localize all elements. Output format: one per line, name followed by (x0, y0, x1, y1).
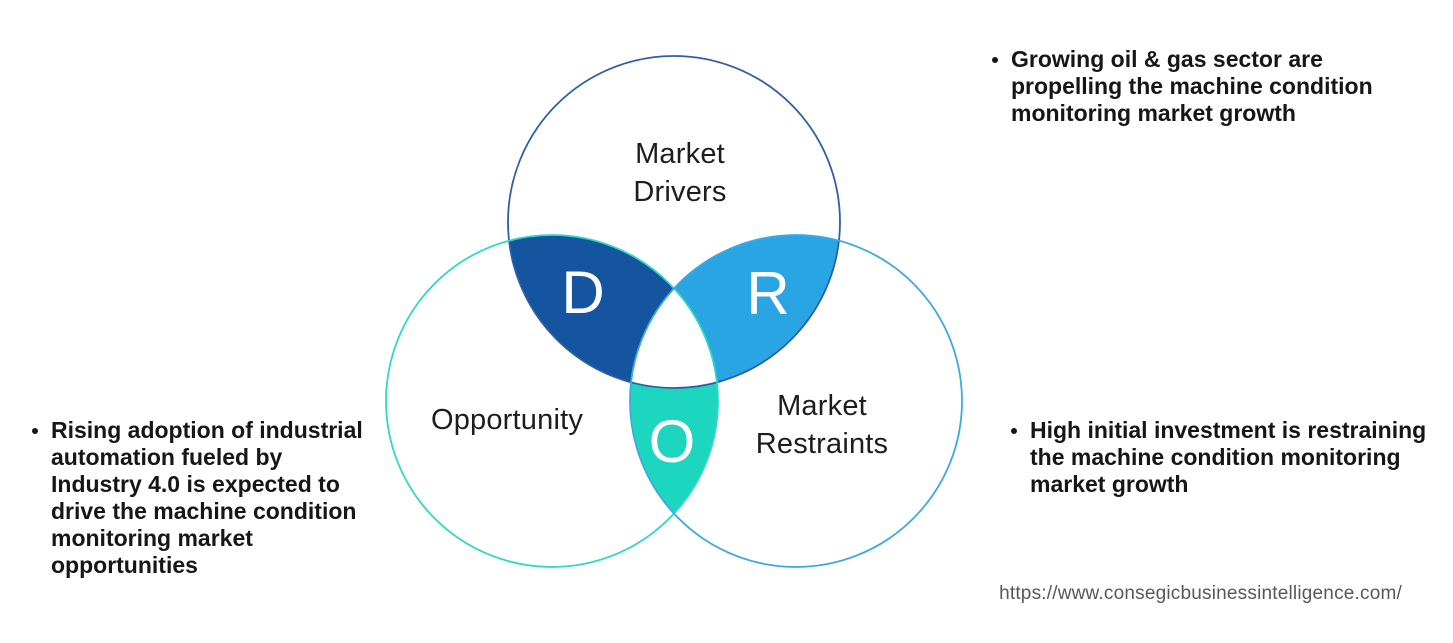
circle-opportunity-outline (385, 234, 719, 568)
bullet-drivers-note: Growing oil & gas sector are propelling … (992, 46, 1392, 127)
petal-r-drivers-restraints (630, 235, 840, 388)
label-opportunity: Opportunity (430, 404, 584, 436)
source-url: https://www.consegicbusinessintelligence… (999, 583, 1402, 604)
bullet-dot-icon (32, 428, 38, 434)
bullet-dot-icon (1011, 428, 1017, 434)
bullet-restraints-note: High initial investment is restraining t… (1011, 417, 1431, 498)
bullet-dot-icon (992, 57, 998, 63)
letter-d: D (561, 259, 605, 326)
letter-o: O (648, 408, 696, 475)
bullet-drivers-text: Growing oil & gas sector are propelling … (1011, 46, 1373, 126)
circle-market-drivers-outline (507, 55, 841, 389)
letter-r: R (746, 260, 790, 327)
petal-d-drivers-opportunity (508, 235, 718, 388)
bullet-opportunity-text: Rising adoption of industrial automation… (51, 417, 363, 578)
bullet-opportunity-note: Rising adoption of industrial automation… (32, 417, 392, 579)
circle-market-restraints-outline (629, 234, 963, 568)
label-market-drivers: Market Drivers (633, 138, 727, 208)
bullet-restraints-text: High initial investment is restraining t… (1030, 417, 1427, 497)
label-market-restraints: Market Restraints (755, 390, 889, 460)
